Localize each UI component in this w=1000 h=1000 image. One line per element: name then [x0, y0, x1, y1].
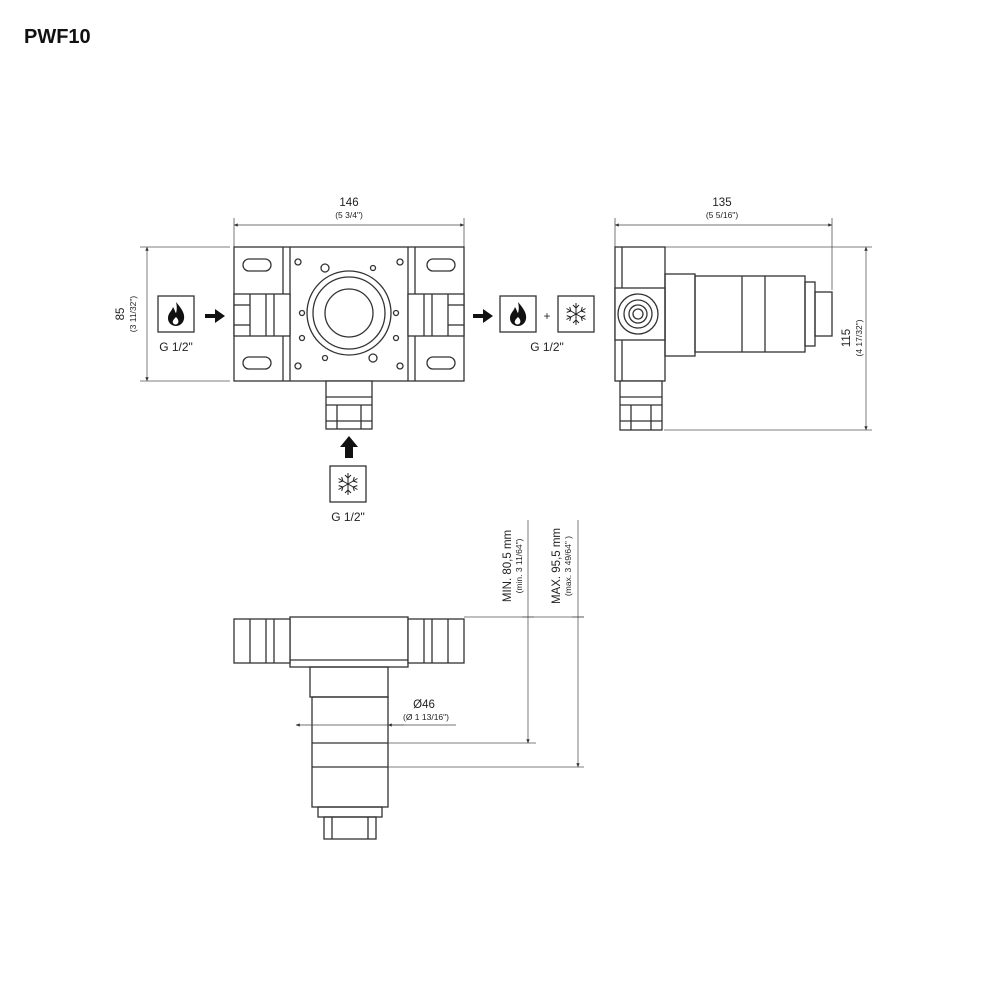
side-height-dimension-inch: (4 17/32") [854, 319, 864, 356]
height-dimension-inch: (3 11/32") [128, 296, 138, 333]
front-view: 146 (5 3/4") 85 (3 11/32") [115, 197, 595, 524]
max-depth-dimension-inch: (max. 3 49/64" ) [563, 536, 573, 596]
arrow-up-icon [340, 436, 358, 458]
min-depth-dimension: MIN. 80,5 mm [502, 530, 514, 602]
max-depth-dimension: MAX. 95,5 mm [551, 528, 563, 604]
flame-icon [168, 302, 185, 326]
side-height-dimension: 115 [841, 329, 853, 347]
cold-inlet-box [329, 465, 367, 503]
outlet-cold-box [557, 295, 595, 333]
width-dimension-inch: (5 3/4") [335, 210, 363, 220]
diameter-dimension: Ø46 [413, 699, 435, 711]
side-width-dimension: 135 [712, 197, 731, 209]
outlet-label: G 1/2" [530, 340, 564, 354]
bottom-view: Ø46 (Ø 1 13/16") MIN. 80,5 mm (min. 3 11… [233, 520, 584, 840]
height-dimension: 85 [115, 308, 127, 321]
outlet-hot-box [499, 295, 537, 333]
width-dimension: 146 [339, 197, 358, 209]
arrow-right-icon [205, 309, 225, 323]
hot-inlet-label: G 1/2" [159, 340, 193, 354]
flame-icon [510, 302, 527, 326]
side-view: 135 (5 5/16") 115 (4 17/32") [614, 197, 872, 431]
page-title: PWF10 [24, 26, 91, 48]
cold-inlet-label: G 1/2" [331, 510, 365, 524]
arrow-right-icon [473, 309, 493, 323]
hot-inlet-box [157, 295, 195, 333]
diameter-dimension-inch: (Ø 1 13/16") [403, 712, 449, 722]
snowflake-icon [566, 302, 586, 326]
outlet-plus: + [544, 311, 551, 323]
side-width-dimension-inch: (5 5/16") [706, 210, 738, 220]
min-depth-dimension-inch: (min. 3 11/64") [514, 538, 524, 593]
snowflake-icon [338, 472, 358, 496]
